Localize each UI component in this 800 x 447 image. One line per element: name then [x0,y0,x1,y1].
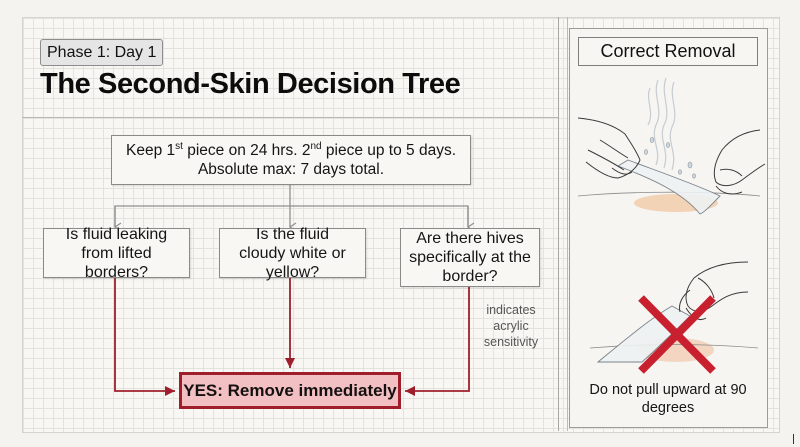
ordinal-suffix: st [175,140,183,152]
root-text-part: piece on 24 hrs. 2 [182,142,311,159]
root-rule-box: Keep 1st piece on 24 hrs. 2nd piece up t… [111,135,471,185]
root-text-part: piece up to 5 days. [321,142,456,159]
question-box-fluid-cloudy: Is the fluid cloudy white or yellow? [219,226,366,281]
root-text-part: Keep 1 [126,142,176,159]
question-text: Is fluid leaking from lifted borders? [65,225,168,281]
prohibited-x-icon [638,295,716,374]
page-title: The Second-Skin Decision Tree [40,68,461,100]
acrylic-sensitivity-note: indicates acrylic sensitivity [483,303,539,349]
card-title: Correct Removal [578,37,758,66]
card-caption: Do not pull upward at 90 degrees [589,382,747,416]
phase-badge: Phase 1: Day 1 [40,39,164,66]
outcome-remove-box: YES: Remove immediately [179,372,401,409]
root-text-line2: Absolute max: 7 days total. [197,161,385,178]
panel-divider [558,17,559,431]
header-divider [22,117,558,118]
incorrect-removal-illustration [589,261,759,363]
question-box-fluid-leaking: Is fluid leaking from lifted borders? [43,226,190,281]
question-text: Are there hives specifically at the bord… [409,230,531,285]
ordinal-suffix: nd [310,140,322,152]
text-cursor [793,434,794,444]
question-box-hives: Are there hives specifically at the bord… [400,228,540,287]
question-text: Is the fluid cloudy white or yellow? [239,225,346,281]
correct-removal-illustration [577,77,766,215]
panel-divider-inner [567,17,568,431]
